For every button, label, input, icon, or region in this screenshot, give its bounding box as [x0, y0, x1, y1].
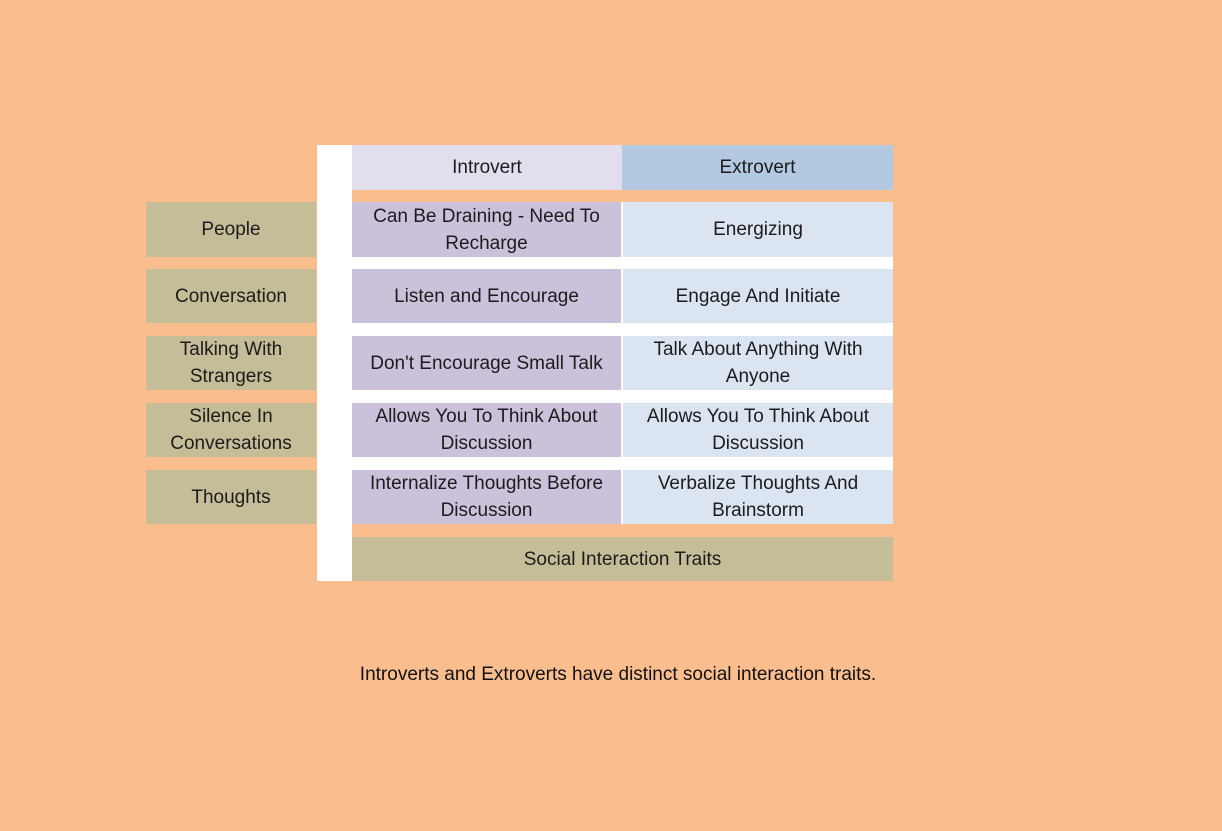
- column-header-introvert-text: Introvert: [452, 157, 522, 178]
- cell-conversation-introvert-text: Listen and Encourage: [394, 285, 579, 307]
- cell-people-introvert: Can Be Draining - Need To Recharge: [352, 202, 621, 257]
- cell-talking-with-strangers-extrovert: Talk About Anything With Anyone: [623, 336, 893, 390]
- footer-banner: Social Interaction Traits: [352, 537, 893, 581]
- footer-banner-text: Social Interaction Traits: [523, 548, 722, 570]
- cell-conversation-extrovert: Engage And Initiate: [623, 269, 893, 323]
- cell-people-extrovert: Energizing: [623, 202, 893, 257]
- cell-thoughts-extrovert-text: Verbalize Thoughts And Brainstorm: [657, 473, 859, 521]
- row-label-conversation-text: Conversation: [175, 285, 287, 307]
- cell-conversation-introvert: Listen and Encourage: [352, 269, 621, 323]
- cell-talking-with-strangers-introvert-text: Don't Encourage Small Talk: [370, 352, 603, 374]
- cell-people-extrovert-text: Energizing: [713, 219, 803, 240]
- row-label-silence-in-conversations: Silence In Conversations: [146, 403, 316, 457]
- column-header-extrovert-text: Extrovert: [719, 157, 796, 178]
- row-label-thoughts: Thoughts: [146, 470, 316, 524]
- caption: Introverts and Extroverts have distinct …: [308, 660, 928, 690]
- cell-silence-in-conversations-introvert-text: Allows You To Think About Discussion: [375, 406, 598, 454]
- cell-thoughts-introvert-text: Internalize Thoughts Before Discussion: [369, 473, 604, 521]
- cell-people-introvert-text: Can Be Draining - Need To Recharge: [373, 205, 600, 254]
- cell-silence-in-conversations-extrovert-text: Allows You To Think About Discussion: [646, 406, 870, 454]
- cell-thoughts-extrovert: Verbalize Thoughts And Brainstorm: [623, 470, 893, 524]
- cell-talking-with-strangers-introvert: Don't Encourage Small Talk: [352, 336, 621, 390]
- cell-thoughts-introvert: Internalize Thoughts Before Discussion: [352, 470, 621, 524]
- column-header-extrovert: Extrovert: [622, 145, 893, 190]
- separator-band-bottom: [352, 524, 893, 537]
- row-label-conversation: Conversation: [146, 269, 316, 323]
- cell-silence-in-conversations-extrovert: Allows You To Think About Discussion: [623, 403, 893, 457]
- cell-silence-in-conversations-introvert: Allows You To Think About Discussion: [352, 403, 621, 457]
- separator-band-top: [352, 190, 893, 202]
- cell-conversation-extrovert-text: Engage And Initiate: [675, 285, 841, 307]
- row-label-talking-with-strangers: Talking With Strangers: [146, 336, 316, 390]
- cell-talking-with-strangers-extrovert-text: Talk About Anything With Anyone: [653, 339, 863, 387]
- row-label-thoughts-text: Thoughts: [191, 486, 271, 508]
- column-header-introvert: Introvert: [352, 145, 622, 190]
- row-label-people-text: People: [201, 219, 261, 240]
- row-label-talking-with-strangers-text: Talking With Strangers: [179, 339, 283, 387]
- row-label-silence-in-conversations-text: Silence In Conversations: [170, 406, 292, 454]
- caption-text: Introverts and Extroverts have distinct …: [359, 664, 877, 685]
- row-label-people: People: [146, 202, 316, 257]
